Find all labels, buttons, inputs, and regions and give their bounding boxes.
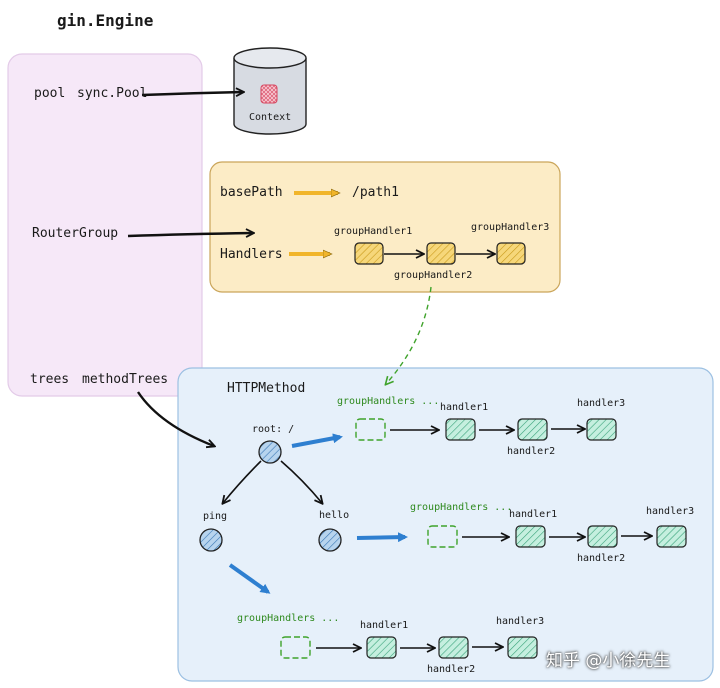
hello-node [318, 528, 342, 552]
ping-handler-1-node [366, 636, 397, 659]
hello-handler-3-label: handler3 [646, 506, 695, 517]
root-handlers-arrow [291, 433, 343, 448]
root-label: root: / [252, 424, 295, 435]
group-handler-2-label: groupHandler2 [394, 270, 473, 281]
root-handler-2-label: handler2 [507, 446, 556, 457]
root-handler-3-node [586, 418, 617, 441]
group-handler-2-node [426, 242, 456, 265]
watermark: 知乎 @小徐先生 [546, 651, 671, 671]
router-group-label: RouterGroup [32, 226, 119, 241]
engine-box [7, 53, 203, 397]
router-group-arrow [127, 233, 253, 236]
http-method-label: HTTPMethod [227, 381, 306, 396]
group-handler-dashed-arrow [386, 286, 432, 384]
ping-handler-3-node [507, 636, 538, 659]
root-handler-1-label: handler1 [440, 402, 489, 413]
ping-handler-2-label: handler2 [427, 664, 476, 675]
hello-handler-1-label: handler1 [509, 509, 558, 520]
group-handler-3-label: groupHandler3 [471, 222, 550, 233]
path-value-label: /path1 [352, 185, 399, 200]
group-handler-3-node [496, 242, 526, 265]
ping-group-handlers-node [280, 636, 311, 659]
group-handler-1-label: groupHandler1 [334, 226, 413, 237]
trees-label: trees [30, 372, 70, 387]
root-handler-2-node [517, 418, 548, 441]
root-handler-1-node [445, 418, 476, 441]
hello-group-handlers-label: groupHandlers ... [410, 502, 513, 513]
handlers-label: Handlers [220, 247, 283, 262]
ping-handler-1-label: handler1 [360, 620, 409, 631]
ping-label: ping [203, 511, 228, 522]
root-to-ping-edge [223, 460, 262, 503]
context-database-icon [233, 47, 307, 135]
ping-handlers-arrow [228, 563, 271, 594]
root-group-handlers-node [355, 418, 386, 441]
group-handler-1-node [354, 242, 384, 265]
ping-handler-2-node [438, 636, 469, 659]
pool-arrow [141, 92, 243, 95]
hello-group-handlers-node [427, 525, 458, 548]
pool-label: pool [34, 86, 66, 101]
ping-node [199, 528, 223, 552]
hello-handler-1-node [515, 525, 546, 548]
ping-group-handlers-label: groupHandlers ... [237, 613, 340, 624]
pool-type-label: sync.Pool [77, 86, 148, 101]
root-handler-3-label: handler3 [577, 398, 626, 409]
context-label: Context [249, 112, 292, 123]
root-node [258, 440, 282, 464]
trees-box [177, 367, 714, 682]
ping-handler-3-label: handler3 [496, 616, 545, 627]
root-to-hello-edge [280, 460, 322, 503]
hello-handlers-arrow [356, 532, 408, 543]
trees-type-label: methodTrees [82, 372, 169, 387]
hello-handler-3-node [656, 525, 687, 548]
diagram-title: gin.Engine [57, 11, 154, 30]
hello-handler-2-node [587, 525, 618, 548]
hello-handler-2-label: handler2 [577, 553, 626, 564]
hello-label: hello [319, 510, 350, 521]
root-group-handlers-label: groupHandlers ... [337, 396, 440, 407]
base-path-label: basePath [220, 185, 283, 200]
trees-arrow [137, 391, 214, 446]
